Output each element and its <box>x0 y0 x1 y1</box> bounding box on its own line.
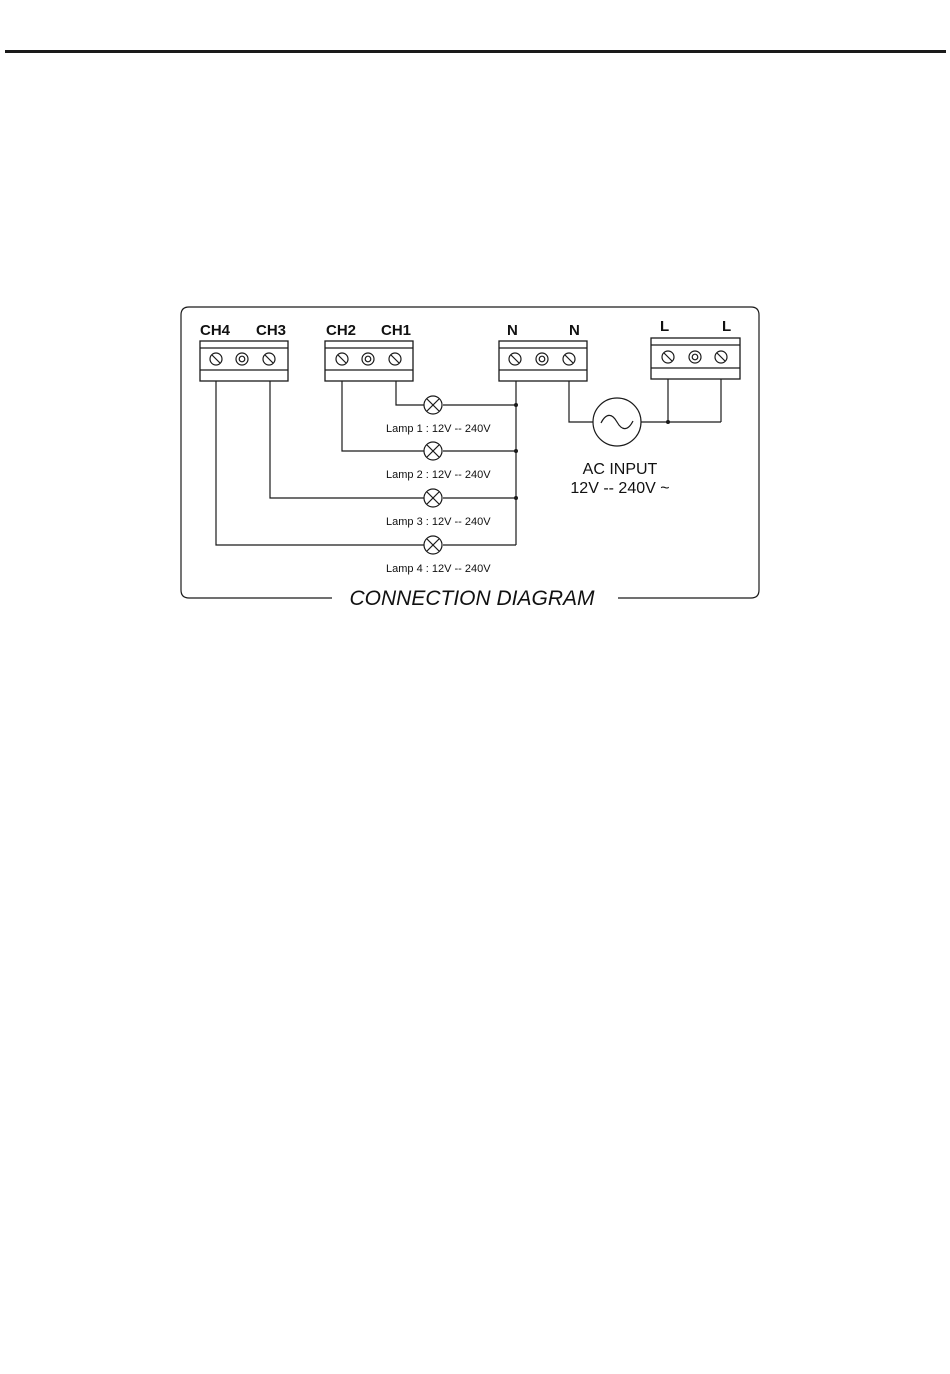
lamp-4-label: Lamp 4 : 12V -- 240V <box>386 563 491 575</box>
screw-terminal-icon <box>336 353 348 365</box>
screw-terminal-icon <box>689 351 701 363</box>
label-ch4: CH4 <box>200 322 231 339</box>
lamp-3-label: Lamp 3 : 12V -- 240V <box>386 516 491 528</box>
label-l-left: L <box>660 318 669 335</box>
ac-input-label: AC INPUT <box>583 461 658 478</box>
label-n-right: N <box>569 322 580 339</box>
lamp-2-label: Lamp 2 : 12V -- 240V <box>386 469 491 481</box>
label-ch2: CH2 <box>326 322 356 339</box>
lamp-icon <box>424 489 442 507</box>
diagram-title: CONNECTION DIAGRAM <box>349 587 595 610</box>
lamp-icon <box>424 536 442 554</box>
screw-terminal-icon <box>389 353 401 365</box>
label-n-left: N <box>507 322 518 339</box>
screw-terminal-icon <box>210 353 222 365</box>
screw-terminal-icon <box>509 353 521 365</box>
terminal-block-n <box>499 341 587 381</box>
screw-terminal-icon <box>362 353 374 365</box>
label-ch1: CH1 <box>381 322 411 339</box>
lamp-icon <box>424 396 442 414</box>
label-ch3: CH3 <box>256 322 286 339</box>
terminal-block-l <box>651 338 740 379</box>
screw-terminal-icon <box>715 351 727 363</box>
screw-terminal-icon <box>236 353 248 365</box>
lamp-2 <box>424 442 442 460</box>
terminal-block-ch2-ch1 <box>325 341 413 381</box>
screw-terminal-icon <box>662 351 674 363</box>
lamp-3 <box>424 489 442 507</box>
ac-source-icon <box>593 398 641 446</box>
ac-input-voltage: 12V -- 240V ~ <box>570 480 669 497</box>
screw-terminal-icon <box>536 353 548 365</box>
screw-terminal-icon <box>563 353 575 365</box>
lamp-4 <box>424 536 442 554</box>
terminal-block-ch4-ch3 <box>200 341 288 381</box>
lamp-1-label: Lamp 1 : 12V -- 240V <box>386 423 491 435</box>
label-l-right: L <box>722 318 731 335</box>
lamp-icon <box>424 442 442 460</box>
screw-terminal-icon <box>263 353 275 365</box>
lamp-1 <box>424 396 442 414</box>
